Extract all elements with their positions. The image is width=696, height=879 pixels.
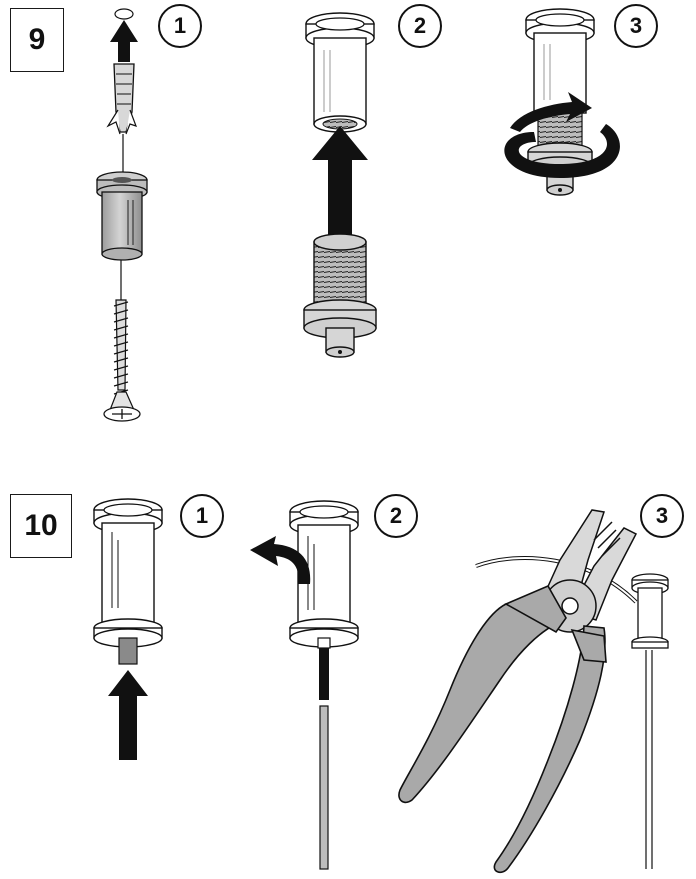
step-number-10: 10: [10, 494, 72, 558]
cable-icon: [319, 648, 329, 870]
pliers-icon: [398, 509, 638, 874]
arrow-up-icon: [312, 126, 368, 242]
arrow-up-icon: [110, 20, 138, 62]
cable-icon: [475, 556, 638, 604]
substep-10-1: 1: [180, 494, 224, 538]
sleeve-icon: [305, 12, 375, 133]
substep-9-3: 3: [614, 4, 658, 48]
step-number-9: 9: [10, 8, 64, 72]
sleeve-icon: [631, 573, 669, 869]
rotate-arrow-icon: [504, 92, 620, 178]
substep-9-2: 2: [398, 4, 442, 48]
bend-arrow-icon: [250, 536, 311, 584]
substep-10-2: 2: [374, 494, 418, 538]
sleeve-icon: [96, 171, 148, 300]
arrow-up-icon: [108, 670, 148, 760]
sleeve-icon: [289, 500, 359, 649]
screw-icon: [103, 299, 141, 422]
sleeve-icon: [93, 498, 163, 665]
substep-9-1: 1: [158, 4, 202, 48]
substep-10-3: 3: [640, 494, 684, 538]
wall-plug-icon: [106, 8, 138, 172]
threaded-insert-icon: [303, 233, 377, 358]
